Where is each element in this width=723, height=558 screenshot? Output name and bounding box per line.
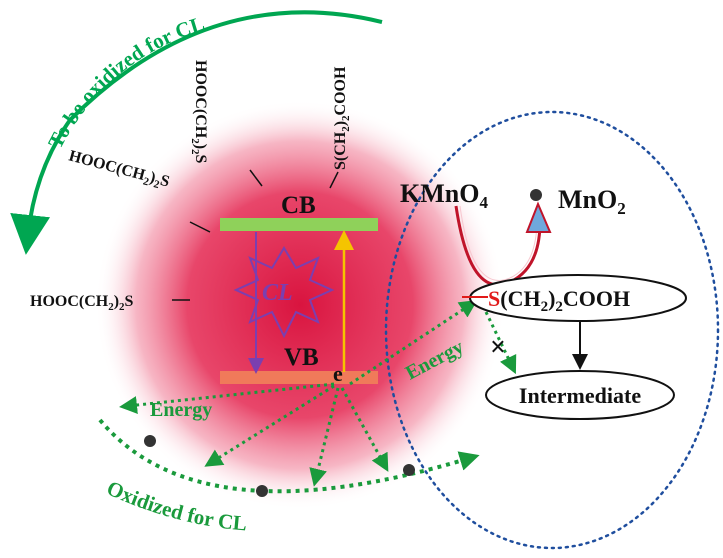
conduction-band [220,218,378,231]
energy-arrow-intermediate [484,311,517,375]
ligand-top-left-bond [249,169,263,187]
ligand-mid-left: HOOC(CH2)2S [66,147,171,193]
intermediate-label: Intermediate [519,383,641,408]
mno2-label: MnO2 [558,185,626,218]
electron-label: e [333,361,343,386]
cb-label: CB [281,192,316,219]
energy-arrow-down-left [204,384,335,467]
ligand-mid-left-bond [189,221,211,233]
intermediate-ellipse [485,370,675,420]
energy-arrow-down-right [340,387,389,472]
redox-arrow-head [525,201,552,233]
oxidized-for-cl-arrow [98,418,480,494]
to-be-oxidized-arrow [10,10,383,255]
kmno4-label: KMnO4 [400,179,488,212]
nanoparticle-glow [95,100,505,510]
ligand-top-right: S(CH2)2COOH [332,66,352,170]
vb-label: VB [284,344,319,371]
blocked-cross-icon: × [490,332,506,363]
energy-label-left: Energy [150,399,212,421]
ligand-top-left: HOOC(CH2)2S [189,60,209,164]
redox-arrow-inner [459,205,538,281]
reactant-label: S(CH2)2COOH [488,286,630,315]
mno2-particles [144,189,542,497]
ligand-top-right-bond [329,171,339,189]
particle-dot [403,464,415,476]
particle-dot [256,485,268,497]
particle-dot [144,435,156,447]
cl-starburst-icon [233,246,335,339]
energy-arrows [119,300,517,487]
to-be-oxidized-label: To be oxidized for CL [43,11,207,152]
reaction-zone-ellipse [384,110,720,550]
cl-label: CL [262,280,293,306]
valence-band [220,371,378,384]
energy-arrow-down [309,387,340,487]
particle-dot [530,189,542,201]
energy-arrow-right [349,300,478,386]
ligand-low-left: HOOC(CH2)2S [30,293,134,313]
